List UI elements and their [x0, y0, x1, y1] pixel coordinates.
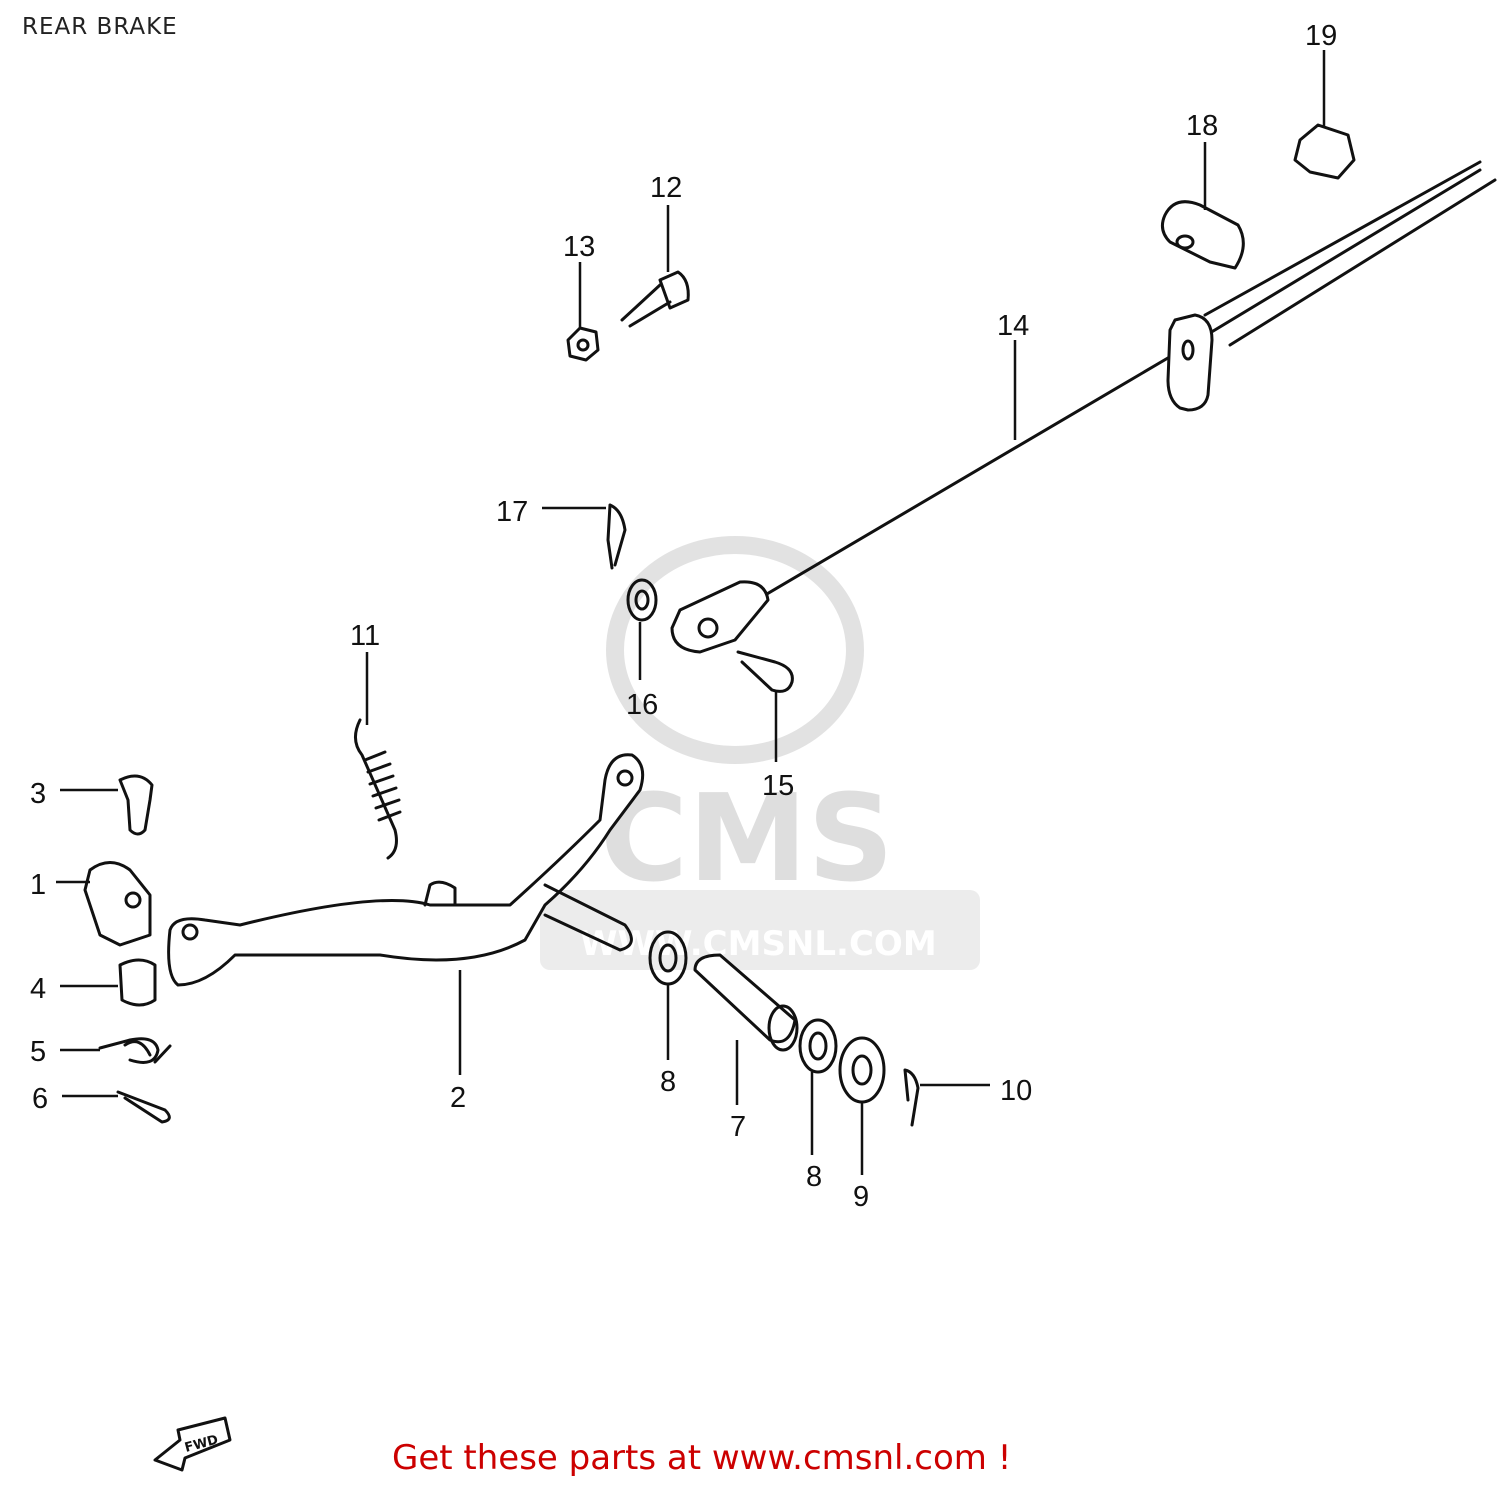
bolt-12 — [620, 270, 690, 328]
joint-18 — [1160, 200, 1245, 270]
callout-7: 7 — [730, 1111, 746, 1143]
callout-6: 6 — [32, 1083, 48, 1115]
callout-10: 10 — [1000, 1075, 1032, 1107]
leader-lines — [56, 50, 1326, 1175]
washer-16 — [626, 578, 658, 622]
washer-8-right — [798, 1018, 838, 1074]
nut-13 — [566, 326, 600, 362]
spring-11 — [354, 718, 402, 860]
watermark-logo-text: CMS — [600, 770, 894, 909]
watermark-url: WWW.CMSNL.COM — [580, 924, 937, 964]
callout-8b: 8 — [806, 1161, 822, 1193]
brake-pedal — [167, 753, 645, 987]
cotter-pin-10 — [903, 1068, 920, 1127]
callout-15: 15 — [762, 770, 794, 802]
callout-17: 17 — [496, 496, 528, 528]
nut-19 — [1293, 123, 1356, 180]
callout-12: 12 — [650, 172, 682, 204]
bush-4 — [118, 958, 157, 1007]
callout-8a: 8 — [660, 1066, 676, 1098]
diagram-title: REAR BRAKE — [22, 14, 178, 40]
callout-14: 14 — [997, 310, 1029, 342]
pin-3 — [118, 774, 154, 836]
cotter-pin-6 — [116, 1090, 171, 1124]
callout-2: 2 — [450, 1082, 466, 1114]
callout-4: 4 — [30, 973, 46, 1005]
brake-rod — [758, 160, 1497, 600]
callout-9: 9 — [853, 1181, 869, 1213]
washer-8-left — [648, 930, 688, 986]
clevis — [670, 580, 794, 693]
callout-13: 13 — [563, 231, 595, 263]
footer-link[interactable]: Get these parts at www.cmsnl.com ! — [392, 1438, 1012, 1478]
cotter-pin-17 — [606, 503, 627, 570]
fwd-arrow — [153, 1416, 232, 1472]
collar-7 — [693, 953, 799, 1052]
bracket-1 — [83, 861, 152, 947]
callout-3: 3 — [30, 778, 46, 810]
spring-5 — [98, 1037, 172, 1064]
callout-16: 16 — [626, 689, 658, 721]
callout-5: 5 — [30, 1036, 46, 1068]
callout-1: 1 — [30, 869, 46, 901]
callout-19: 19 — [1305, 20, 1337, 52]
washer-9 — [838, 1036, 886, 1104]
callout-11: 11 — [350, 620, 380, 652]
callout-18: 18 — [1186, 110, 1218, 142]
